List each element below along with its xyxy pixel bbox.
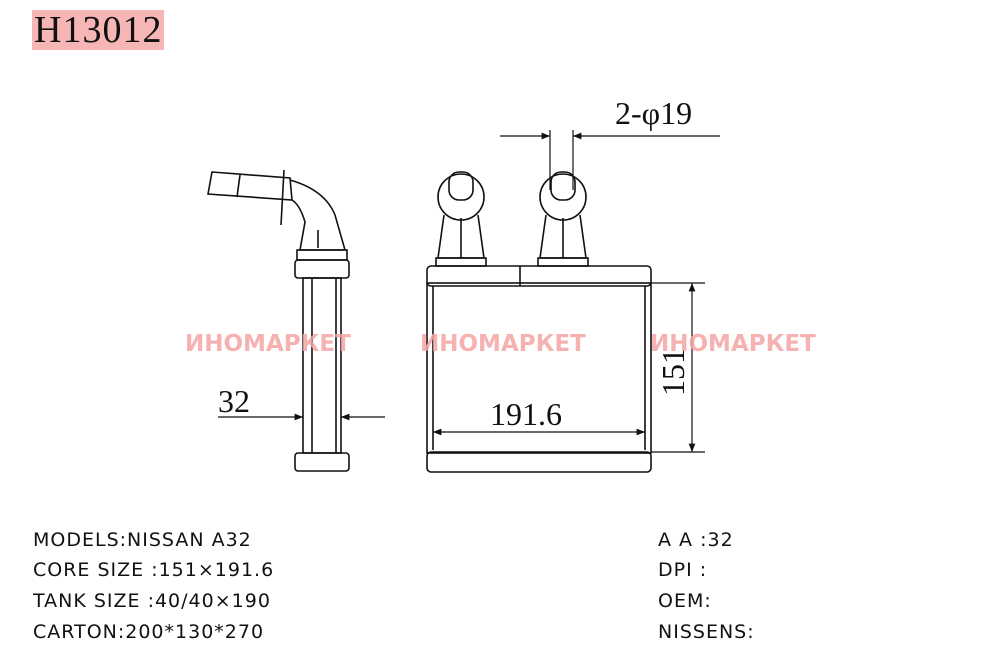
spec-oem: OEM: (658, 590, 712, 612)
spec-dpi: DPI : (658, 559, 708, 581)
spec-aa: A A :32 (658, 529, 734, 551)
spec-models: MODELS:NISSAN A32 (33, 529, 252, 551)
front-view (426, 171, 652, 473)
spec-carton: CARTON:200*130*270 (33, 621, 265, 643)
height-label: 151 (655, 348, 691, 396)
part-number-title: H13012 (32, 9, 165, 51)
watermark: ИНОМАРКЕТ (185, 331, 351, 357)
spec-core-size: CORE SIZE :151×191.6 (33, 559, 275, 581)
watermark: ИНОМАРКЕТ (420, 331, 586, 357)
side-view (207, 169, 350, 472)
spec-nissens: NISSENS: (658, 621, 755, 643)
width-label: 191.6 (490, 396, 562, 432)
fitting-right (537, 171, 589, 267)
watermark: ИНОМАРКЕТ (650, 331, 816, 357)
inlet-diameter-label: 2-φ19 (615, 95, 692, 131)
dimension-lines (218, 130, 720, 453)
spec-tank-size: TANK SIZE :40/40×190 (33, 590, 271, 612)
thickness-label: 32 (218, 383, 250, 419)
fitting-left (435, 171, 487, 267)
